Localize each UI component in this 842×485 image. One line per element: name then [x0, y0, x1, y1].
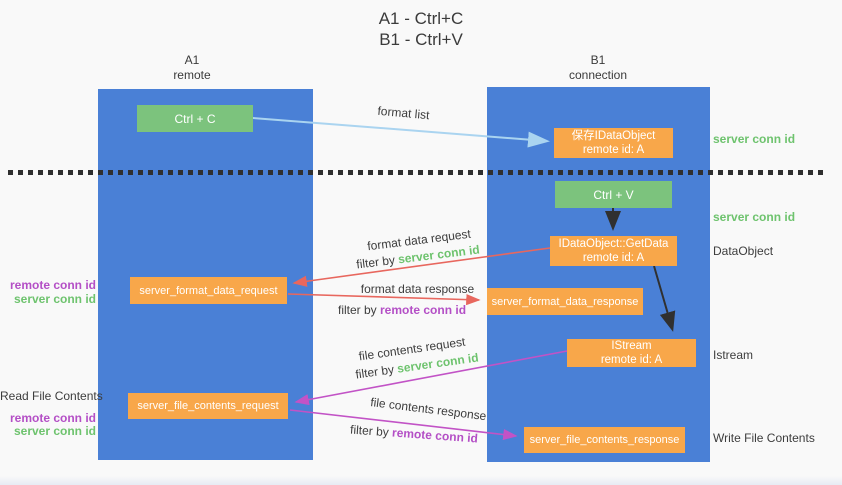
- right-server-conn-id-2: server conn id: [713, 210, 796, 224]
- server-format-data-response-node: server_format_data_response: [487, 288, 643, 315]
- file-contents-response-arrow: [289, 409, 518, 441]
- format-list-arrow: [252, 117, 550, 148]
- istream-line2: remote id: A: [600, 354, 663, 366]
- format-data-request-arrow: [292, 247, 551, 287]
- dataobject-label: DataObject: [713, 244, 774, 258]
- getdata-to-istream-arrow: [653, 265, 676, 332]
- lifeline-header-b1: B1 connection: [538, 53, 658, 83]
- file-response-label: server_file_contents_response: [529, 434, 680, 446]
- left-server-conn-id-2: server conn id: [13, 424, 96, 438]
- ctrl-c-label: Ctrl + C: [174, 111, 216, 126]
- read-file-contents-label: Read File Contents: [0, 389, 103, 403]
- istream-node: IStream remote id: A: [567, 339, 696, 367]
- format-data-response-label: format data response: [360, 282, 475, 296]
- file-contents-request-arrow: [294, 350, 568, 406]
- filter-by-text: filter by: [349, 422, 393, 440]
- istream-side-label: Istream: [713, 348, 754, 362]
- title-line-b1: B1 - Ctrl+V: [379, 30, 463, 49]
- getdata-line1: IDataObject::GetData: [558, 238, 669, 250]
- save-idataobject-line2: remote id: A: [582, 144, 645, 156]
- left-server-conn-id-1: server conn id: [13, 292, 96, 306]
- ctrl-v-node: Ctrl + V: [555, 181, 672, 208]
- format-data-response-arrow: [287, 293, 481, 306]
- right-server-conn-id-1: server conn id: [713, 132, 796, 146]
- ctrl-c-node: Ctrl + C: [137, 105, 253, 132]
- lifeline-a1-role: remote: [173, 68, 211, 82]
- save-idataobject-node: 保存IDataObject remote id: A: [554, 128, 673, 158]
- server-format-data-request-node: server_format_data_request: [130, 277, 287, 304]
- write-file-contents-label: Write File Contents: [713, 431, 815, 445]
- file-request-label: server_file_contents_request: [137, 400, 279, 412]
- ctrl-v-label: Ctrl + V: [593, 187, 634, 202]
- format-response-label: server_format_data_response: [491, 295, 639, 308]
- lifeline-a1-name: A1: [184, 53, 200, 67]
- server-file-contents-request-node: server_file_contents_request: [128, 393, 288, 419]
- lifeline-b1-name: B1: [590, 53, 606, 67]
- dotted-separator-line: [8, 170, 826, 175]
- lifeline-header-a1: A1 remote: [132, 53, 252, 83]
- server-file-contents-response-node: server_file_contents_response: [524, 427, 685, 453]
- istream-line1: IStream: [611, 340, 652, 352]
- bottom-edge-strip: [0, 476, 842, 485]
- getdata-line2: remote id: A: [582, 252, 645, 264]
- format-request-label: server_format_data_request: [139, 284, 278, 297]
- remote-conn-id-text: remote conn id: [380, 303, 467, 317]
- left-remote-conn-id-2: remote conn id: [9, 411, 96, 425]
- lifeline-b1-role: connection: [568, 68, 628, 82]
- idataobject-getdata-node: IDataObject::GetData remote id: A: [550, 236, 677, 266]
- format-data-response-filter-label: filter by remote conn id: [338, 303, 466, 317]
- filter-by-text: filter by: [338, 303, 381, 317]
- left-remote-conn-id-1: remote conn id: [9, 278, 96, 292]
- diagram-title: A1 - Ctrl+C B1 - Ctrl+V: [0, 8, 842, 50]
- save-idataobject-line1: 保存IDataObject: [571, 130, 656, 142]
- title-line-a1: A1 - Ctrl+C: [378, 9, 464, 28]
